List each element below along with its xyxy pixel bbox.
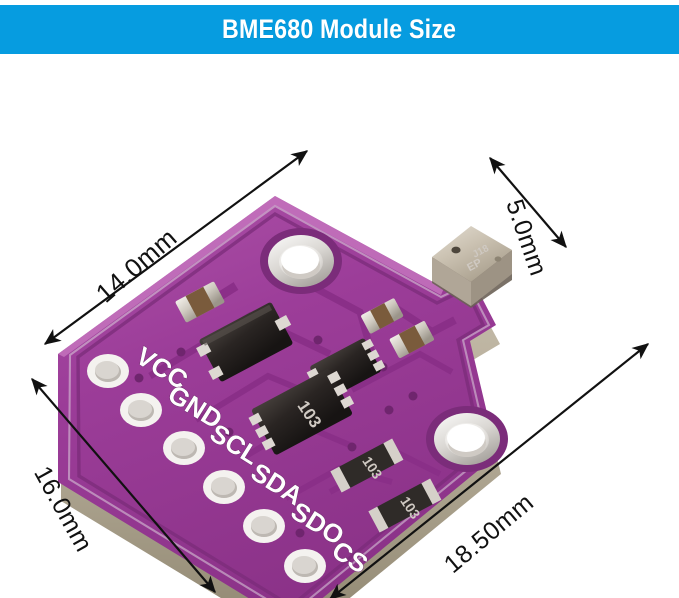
mounting-hole-right	[426, 406, 508, 472]
pad-sda	[203, 470, 245, 504]
pad-sdo	[243, 509, 285, 543]
smd-capacitor-3	[361, 298, 404, 334]
product-photo: 103 103 103	[0, 54, 679, 598]
arrow-16mm	[31, 377, 216, 594]
page-title: BME680 Module Size	[222, 14, 457, 44]
sensor-cap-front	[432, 257, 471, 306]
mounting-hole-top	[260, 228, 342, 294]
pad-scl	[163, 431, 205, 465]
board-bevel-highlight	[58, 196, 444, 357]
sensor-dot-right	[494, 256, 502, 262]
dimension-arrows	[31, 150, 650, 598]
sensor-cap-side	[471, 250, 512, 306]
header-banner: BME680 Module Size	[0, 5, 679, 54]
pcb-illustration: 103 103 103	[31, 150, 650, 598]
pad-gnd	[120, 393, 162, 427]
pad-vcc	[87, 354, 129, 388]
sensor-vent-hole	[451, 246, 461, 254]
arrow-5mm	[489, 156, 567, 249]
pad-cs	[284, 549, 326, 583]
arrow-14mm	[43, 150, 309, 345]
arrow-18-50mm	[328, 343, 650, 598]
